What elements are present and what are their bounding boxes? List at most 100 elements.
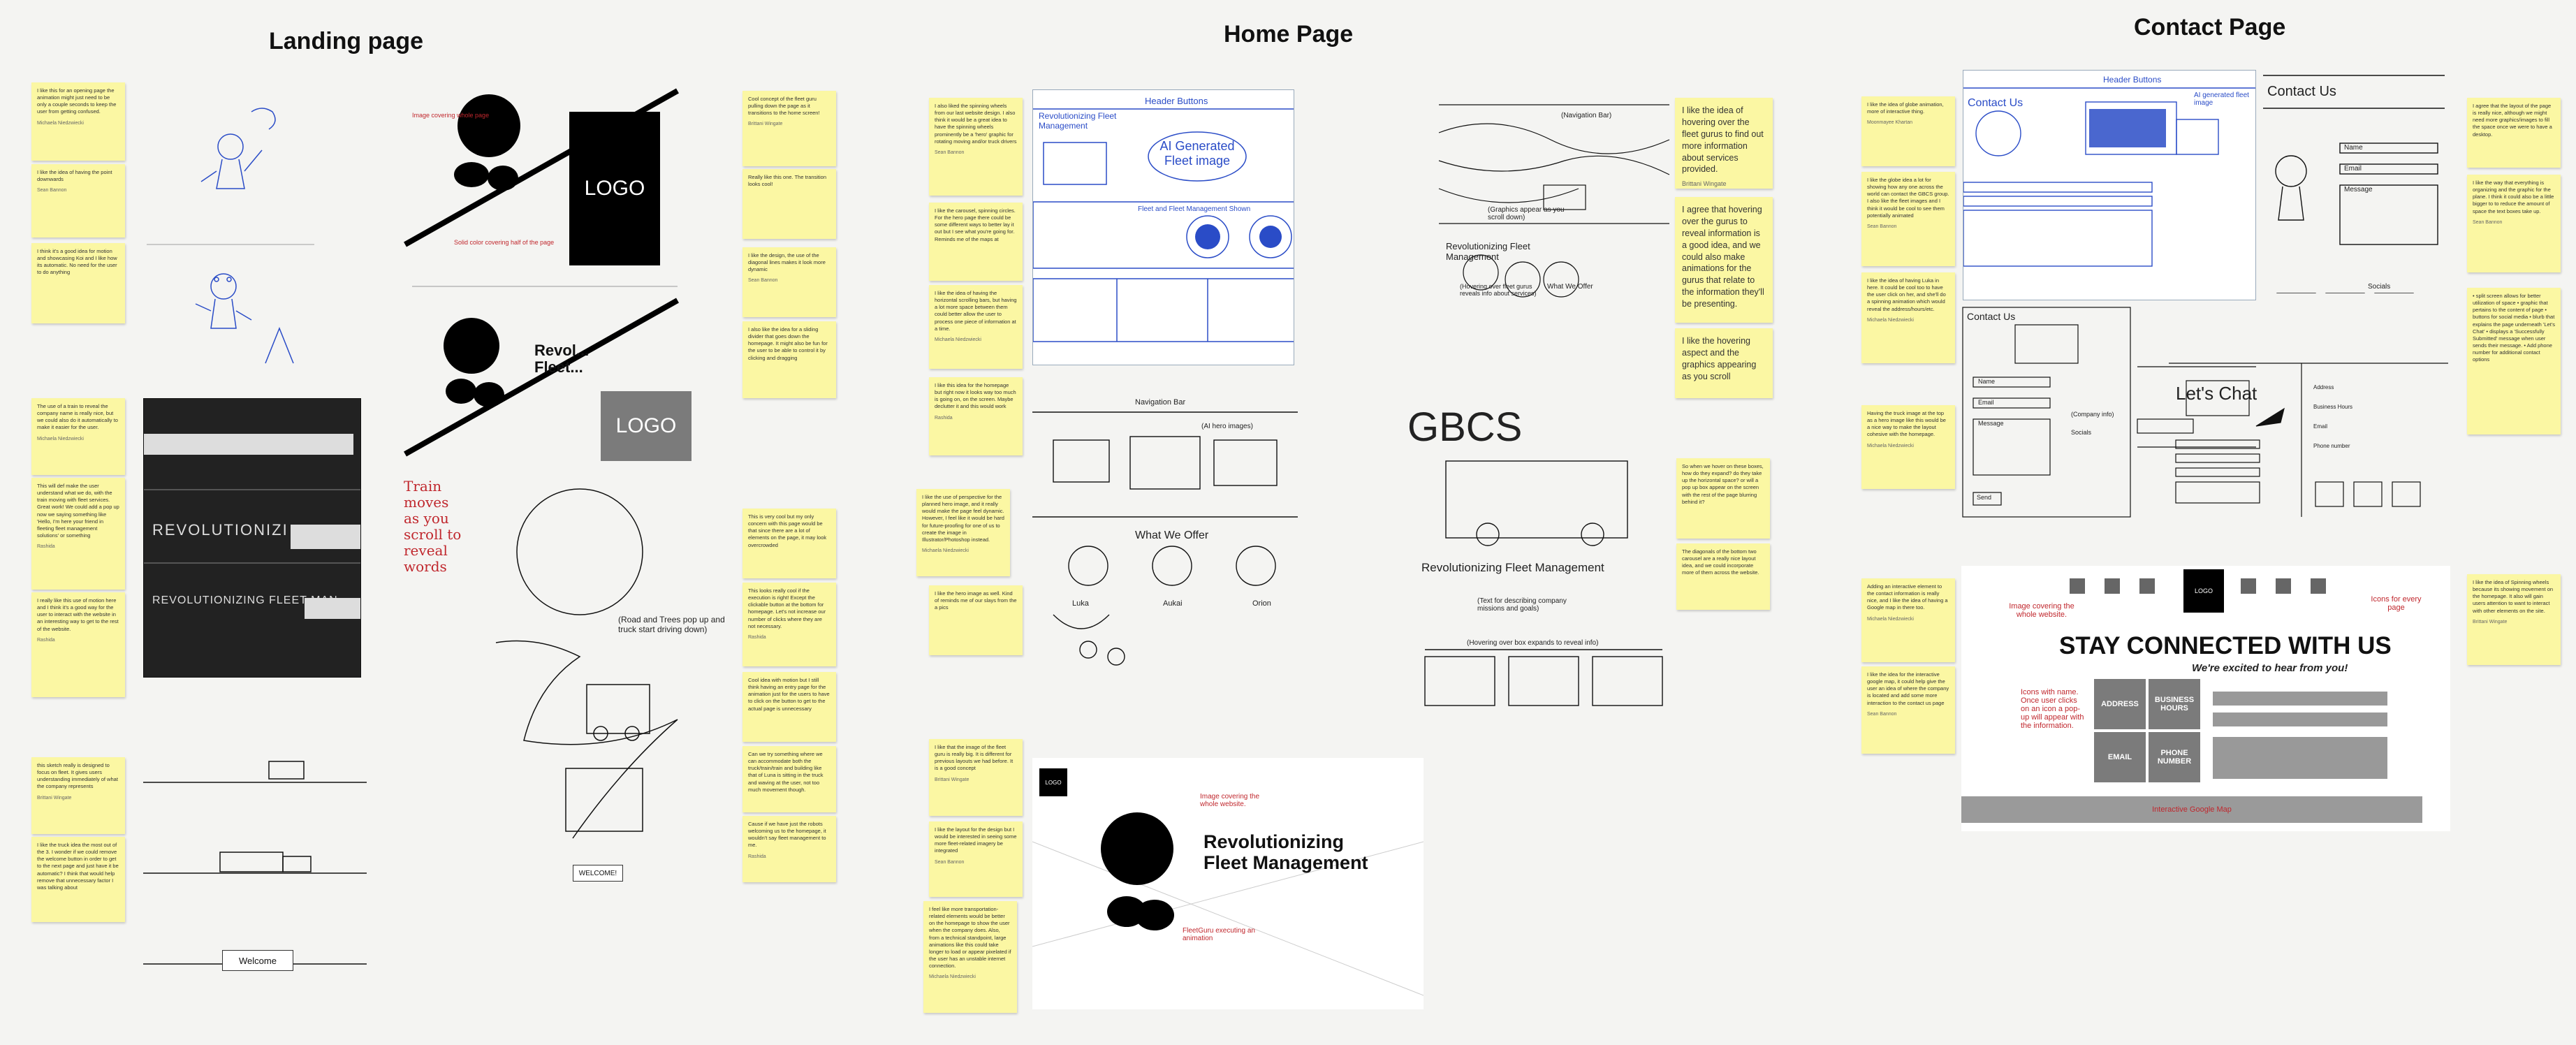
road-trees-sketch xyxy=(495,488,678,839)
note-text: I like the hero image as well. Kind of r… xyxy=(935,590,1017,611)
sticky-note[interactable]: I also liked the spinning wheels from ou… xyxy=(929,98,1023,196)
home-final-mockup: LOGO Revolutionizing Fleet Management Im… xyxy=(1032,758,1424,1009)
address-tile[interactable]: ADDRESS xyxy=(2094,679,2146,729)
stay-connected-title: STAY CONNECTED WITH US xyxy=(2059,632,2392,659)
sticky-note[interactable]: I like the truck idea the most out of th… xyxy=(31,837,125,922)
contact-us-label: Contact Us xyxy=(1968,97,2024,109)
text-desc-label: (Text for describing company missions an… xyxy=(1477,597,1567,613)
sticky-note[interactable]: I also like the idea for a sliding divid… xyxy=(742,321,836,398)
sticky-note[interactable]: I like the idea of globe animation, more… xyxy=(1861,96,1955,166)
sticky-note[interactable]: I like the idea of having the point down… xyxy=(31,164,125,238)
sticky-note[interactable]: The diagonals of the bottom two carousel… xyxy=(1676,543,1770,610)
sticky-note[interactable]: The use of a train to reveal the company… xyxy=(31,398,125,475)
sticky-note[interactable]: This looks really cool if the execution … xyxy=(742,583,836,666)
sticky-note[interactable]: I like the use of perspective for the pl… xyxy=(916,489,1010,576)
sticky-note[interactable]: I agree that hovering over the gurus to … xyxy=(1675,197,1773,323)
note-author: Brittani Wingate xyxy=(1682,180,1727,188)
form-field[interactable] xyxy=(2213,692,2387,706)
note-text: I like the idea of having the horizontal… xyxy=(935,290,1017,332)
form-field[interactable] xyxy=(2213,712,2387,726)
sticky-note[interactable]: I like the layout for the design but I w… xyxy=(929,821,1023,897)
note-author: Michaela Niedzwiecki xyxy=(37,436,84,441)
annotation-label: Icons for every page xyxy=(2371,595,2422,612)
name-label: Name xyxy=(2344,144,2363,152)
sticky-note[interactable]: I like the hovering aspect and the graph… xyxy=(1675,328,1773,398)
sticky-note[interactable]: I think it's a good idea for motion and … xyxy=(31,243,125,323)
sticky-note[interactable]: I like the carousel, spinning circles. F… xyxy=(929,203,1023,281)
sticky-note[interactable]: I agree that the layout of the page is r… xyxy=(2467,98,2561,168)
sticky-note[interactable]: I like the idea of having Luka in here. … xyxy=(1861,272,1955,363)
note-text: I also like the idea for a sliding divid… xyxy=(748,326,828,361)
sticky-note[interactable]: Can we try something where we can accomm… xyxy=(742,746,836,812)
sticky-note[interactable]: I like the way that everything is organi… xyxy=(2467,175,2561,272)
final-title-1: Revolutionizing xyxy=(1203,831,1344,852)
business-hours-tile[interactable]: BUSINESS HOURS xyxy=(2149,679,2200,729)
note-author: Rashida xyxy=(37,637,55,643)
welcome-button[interactable]: Welcome xyxy=(222,950,293,971)
sticky-note[interactable]: I really like this use of motion here an… xyxy=(31,592,125,697)
sticky-note[interactable]: I like the design, the use of the diagon… xyxy=(742,247,836,317)
sticky-note[interactable]: I feel like more transportation-related … xyxy=(923,901,1017,1013)
sticky-note[interactable]: Really like this one. The transition loo… xyxy=(742,169,836,239)
sticky-note[interactable]: this sketch really is designed to focus … xyxy=(31,757,125,834)
note-author: Sean Bannon xyxy=(935,859,965,865)
sticky-note[interactable]: I like this for an opening page the anim… xyxy=(31,82,125,161)
sticky-note[interactable]: I like the globe idea a lot for showing … xyxy=(1861,172,1955,266)
sticky-note[interactable]: I like the idea of Spinning wheels becau… xyxy=(2467,574,2561,665)
sticky-note[interactable]: I like the idea for the interactive goog… xyxy=(1861,666,1955,754)
final-title-2: Fleet Management xyxy=(1203,852,1368,873)
sticky-note[interactable]: I like that the image of the fleet guru … xyxy=(929,739,1023,816)
sticky-note[interactable]: This is very cool but my only concern wi… xyxy=(742,509,836,578)
note-text: I like the design, the use of the diagon… xyxy=(748,252,826,273)
email-tile[interactable]: EMAIL xyxy=(2094,732,2146,782)
sticky-note[interactable]: Adding an interactive element to the con… xyxy=(1861,578,1955,662)
annotation-label: Solid color covering half of the page xyxy=(454,239,555,246)
sticky-note[interactable]: I like the idea of hovering over the fle… xyxy=(1675,98,1773,189)
sticky-note[interactable]: Having the truck image at the top as a h… xyxy=(1861,405,1955,489)
revol-fleet-title: Revol... Fleet... xyxy=(534,342,590,377)
revol-text-1: REVOLUTIONIZI xyxy=(152,521,288,539)
note-author: Sean Bannon xyxy=(1867,224,1897,229)
trees-note: (Road and Trees pop up and truck start d… xyxy=(618,615,725,634)
google-map-bar[interactable]: Interactive Google Map xyxy=(1961,796,2422,823)
sticky-note[interactable]: I like the idea of having the horizontal… xyxy=(929,285,1023,369)
rev-fleet-sketch-label: Revolutionizing Fleet Management xyxy=(1446,241,1530,262)
sticky-note[interactable]: Cool idea with motion but I still think … xyxy=(742,672,836,742)
annotation-label: Image covering whole page xyxy=(412,112,490,119)
stay-connected-mockup: LOGO Image covering the whole website. I… xyxy=(1961,566,2450,831)
note-author: Sean Bannon xyxy=(935,149,965,155)
sticky-note[interactable]: I like the hero image as well. Kind of r… xyxy=(929,585,1023,655)
note-text: I agree that hovering over the gurus to … xyxy=(1682,205,1764,309)
sticky-note[interactable]: So when we hover on these boxes, how do … xyxy=(1676,458,1770,539)
sticky-note[interactable]: • split screen allows for better utiliza… xyxy=(2467,288,2561,434)
sticky-note[interactable]: Cause if we have just the robots welcomi… xyxy=(742,816,836,882)
note-author: Brittani Wingate xyxy=(748,122,783,127)
note-text: This looks really cool if the execution … xyxy=(748,587,826,629)
note-text: Having the truck image at the top as a h… xyxy=(1867,410,1946,438)
note-author: Rashida xyxy=(37,544,55,549)
message-label: Message xyxy=(2344,186,2373,193)
contact-robot-wireframe: Contact Us Name Email Message Socials xyxy=(2263,70,2445,293)
welcome-sign: WELCOME! xyxy=(573,865,623,882)
note-text: I like this idea for the homepage but ri… xyxy=(935,382,1016,410)
note-author: Sean Bannon xyxy=(1867,711,1897,717)
note-text: I like that the image of the fleet guru … xyxy=(935,744,1013,772)
revol-text-3: REVOLUTIONIZING FLEET MAN xyxy=(152,594,338,606)
annotation-label: FleetGuru executing an animation xyxy=(1183,927,1255,942)
phone-tile[interactable]: PHONE NUMBER xyxy=(2149,732,2200,782)
note-text: I like the idea of Spinning wheels becau… xyxy=(2473,579,2554,614)
sticky-note[interactable]: I like this idea for the homepage but ri… xyxy=(929,377,1023,455)
navigation-bar-label: Navigation Bar xyxy=(1135,398,1186,407)
form-field[interactable] xyxy=(2213,737,2387,779)
ai-fleet-label: AI Generated Fleet image xyxy=(1159,139,1235,168)
note-author: Michaela Niedzwiecki xyxy=(1867,616,1914,622)
note-author: Sean Bannon xyxy=(37,188,67,193)
train-annotation: Train moves as you scroll to reveal word… xyxy=(404,478,462,575)
note-text: I like the carousel, spinning circles. F… xyxy=(935,207,1016,242)
logo-box-grey: LOGO xyxy=(601,391,691,461)
sticky-note[interactable]: Cool concept of the fleet guru pulling d… xyxy=(742,91,836,166)
sticky-note[interactable]: This will def make the user understand w… xyxy=(31,478,125,590)
send-label[interactable]: Send xyxy=(1977,494,1992,501)
note-text: • split screen allows for better utiliza… xyxy=(2473,293,2555,363)
